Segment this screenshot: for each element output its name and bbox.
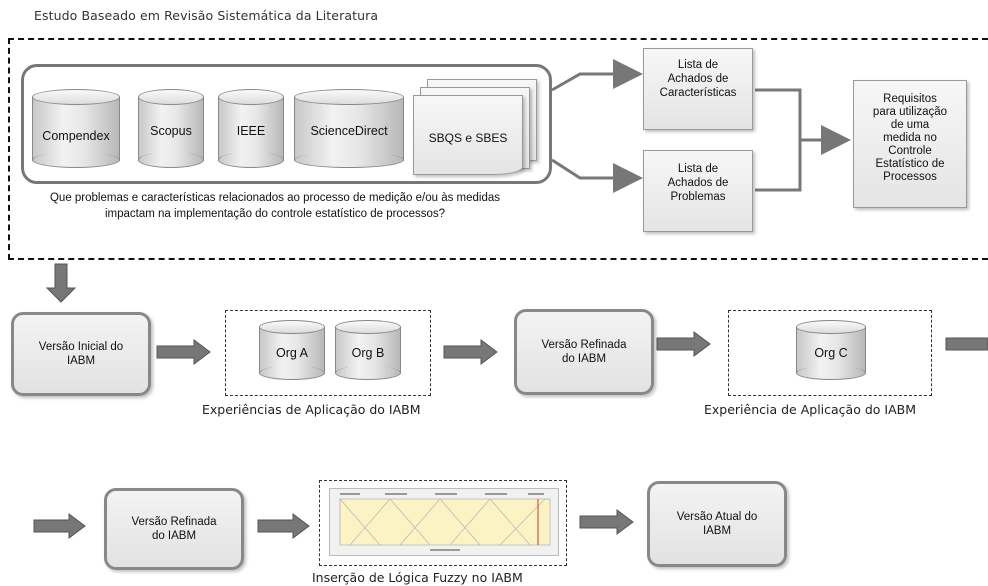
doc-line: Controle (888, 145, 932, 157)
experiencias-frame (225, 310, 431, 396)
fat-arrow-right-3 (656, 331, 711, 357)
box-versao-inicial: Versão Inicial do IABM (11, 312, 151, 396)
arrow-sources-to-problemas (551, 158, 643, 193)
sources-box: Compendex Scopus IEEE ScienceDirect SBQS… (21, 64, 552, 184)
fat-arrow-right-4 (945, 337, 988, 351)
fat-arrow-right-2 (443, 339, 498, 365)
doc-line: Problemas (670, 191, 726, 203)
doc-lista-caracteristicas: Lista de Achados de Características (643, 48, 753, 130)
doc-line: Estatístico de (875, 158, 945, 170)
org-label: Org B (351, 346, 385, 360)
doc-lista-problemas: Lista de Achados de Problemas (643, 150, 753, 232)
document-label: SBQS e SBES (428, 131, 508, 145)
box-versao-refinada-2: Versão Refinada do IABM (104, 488, 244, 570)
doc-line: para utilização (872, 106, 948, 118)
fuzzy-membership-chart-thumbnail (329, 488, 559, 556)
caption-experiencia: Experiência de Aplicação do IABM (704, 402, 916, 417)
database-compendex: Compendex (32, 89, 120, 169)
research-question: Que problemas e características relacion… (49, 192, 501, 220)
caption-fuzzy: Inserção de Lógica Fuzzy no IABM (312, 570, 523, 585)
database-label: Compendex (42, 129, 110, 143)
experiencia-frame (728, 310, 932, 396)
database-label: ScienceDirect (310, 124, 388, 138)
doc-line: Lista de (677, 163, 719, 175)
box-versao-atual: Versão Atual do IABM (647, 481, 787, 567)
fat-arrow-right-6 (257, 513, 310, 539)
org-label: Org C (814, 346, 848, 360)
database-org-a: Org A (259, 320, 325, 382)
doc-line: Lista de (677, 59, 719, 71)
database-scopus: Scopus (138, 89, 204, 169)
doc-line: Características (659, 87, 737, 99)
database-org-b: Org B (335, 320, 401, 382)
document-sbqs-sbes: SBQS e SBES (413, 95, 523, 175)
fuzzy-chart-svg (339, 493, 551, 551)
fat-arrow-down (45, 263, 77, 303)
database-org-c: Org C (796, 320, 866, 382)
arrow-merge-to-requisitos (755, 88, 851, 192)
doc-requisitos: Requisitos para utilização de uma medida… (853, 80, 967, 208)
fat-arrow-right-7 (579, 509, 634, 535)
doc-line: Achados de (667, 73, 729, 85)
doc-line: Achados de (667, 177, 729, 189)
doc-line: medida no (883, 132, 937, 144)
diagram-title: Estudo Baseado em Revisão Sistemática da… (34, 8, 379, 23)
box-versao-refinada-1: Versão Refinada do IABM (514, 309, 654, 395)
database-label: Scopus (150, 124, 192, 138)
review-stage-frame (8, 38, 988, 260)
database-sciencedirect: ScienceDirect (294, 89, 404, 169)
doc-line: de uma (890, 119, 930, 131)
fat-arrow-right-5 (33, 513, 86, 539)
fat-arrow-right-1 (156, 339, 211, 365)
doc-line: Requisitos (883, 93, 937, 105)
arrow-sources-to-caracteristicas (551, 59, 643, 92)
caption-experiencias: Experiências de Aplicação do IABM (202, 402, 421, 417)
org-label: Org A (276, 346, 308, 360)
fuzzy-frame (319, 480, 567, 566)
database-ieee: IEEE (218, 89, 284, 169)
database-label: IEEE (236, 124, 266, 138)
doc-line: Processos (883, 171, 937, 183)
